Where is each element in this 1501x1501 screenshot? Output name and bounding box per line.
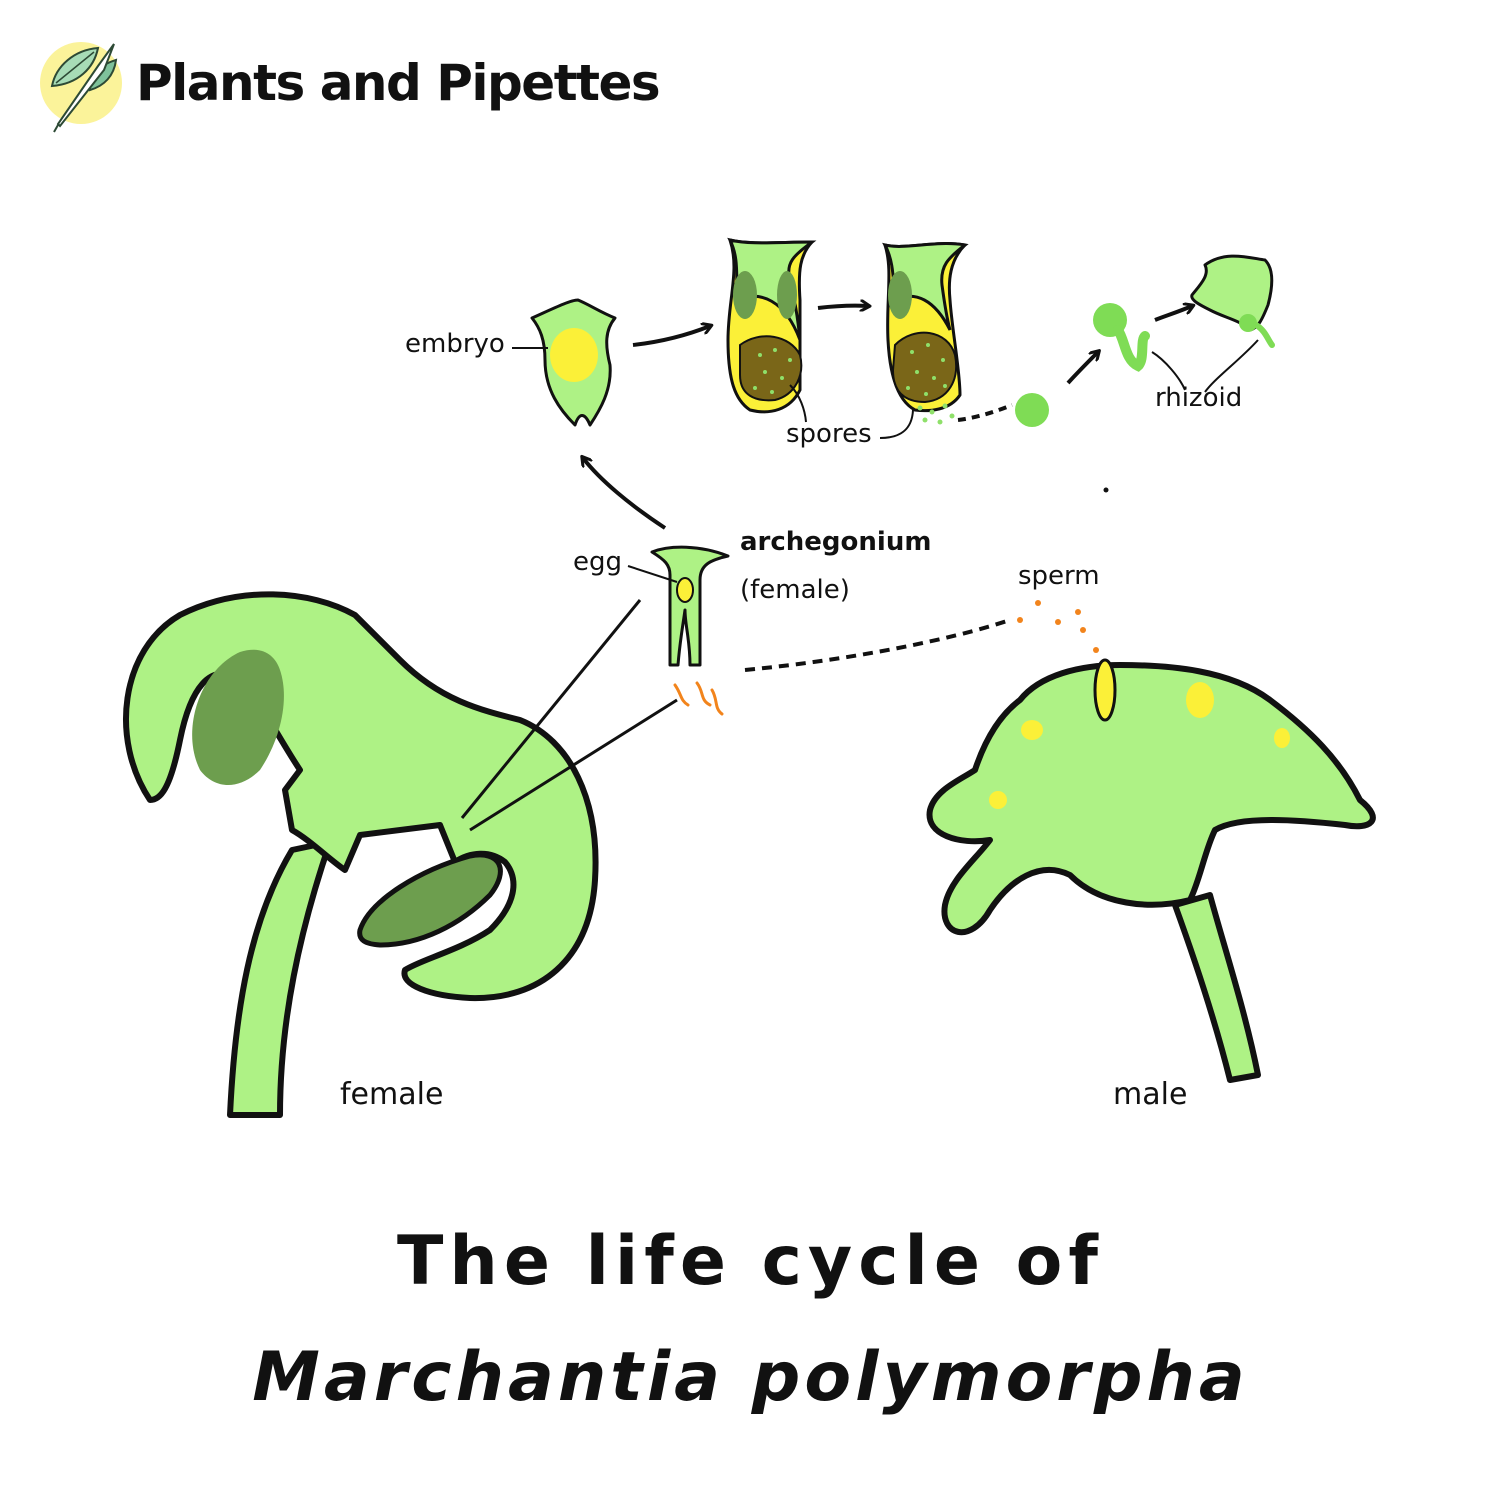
- sporophyte-2-drawing: [885, 244, 965, 425]
- label-female: female: [340, 1077, 443, 1112]
- label-egg: egg: [573, 547, 622, 577]
- embryo-drawing: [532, 300, 615, 425]
- label-rhizoid: rhizoid: [1155, 383, 1242, 413]
- dot-mark: [1104, 488, 1109, 493]
- label-male: male: [1113, 1077, 1187, 1112]
- label-archegonium-female: (female): [740, 575, 850, 605]
- label-embryo: embryo: [405, 329, 505, 359]
- spore-circle: [1015, 393, 1049, 427]
- arrow-icon: [818, 306, 868, 308]
- arrow-icon: [583, 458, 665, 528]
- arrow-icon: [1068, 352, 1098, 383]
- spore-path: [958, 405, 1012, 420]
- label-archegonium: archegonium: [740, 527, 931, 557]
- title-line-1: The life cycle of: [0, 1222, 1501, 1301]
- young-thallus-drawing: [1192, 256, 1272, 345]
- label-spores: spores: [786, 419, 872, 449]
- spores-pointer: [880, 410, 913, 438]
- germinating-spore-drawing: [1093, 303, 1145, 366]
- female-archegoniophore: [126, 594, 596, 1115]
- arrow-icon: [1155, 306, 1192, 320]
- label-sperm: sperm: [1018, 561, 1100, 591]
- title-line-2: Marchantia polymorpha: [0, 1338, 1501, 1417]
- male-antheridiophore: [930, 660, 1373, 1080]
- sperm-path: [745, 620, 1010, 670]
- arrow-icon: [633, 326, 710, 345]
- sporophyte-1-drawing: [728, 240, 812, 412]
- sperm-dots: [1017, 600, 1099, 653]
- archegonium-drawing: [652, 547, 728, 714]
